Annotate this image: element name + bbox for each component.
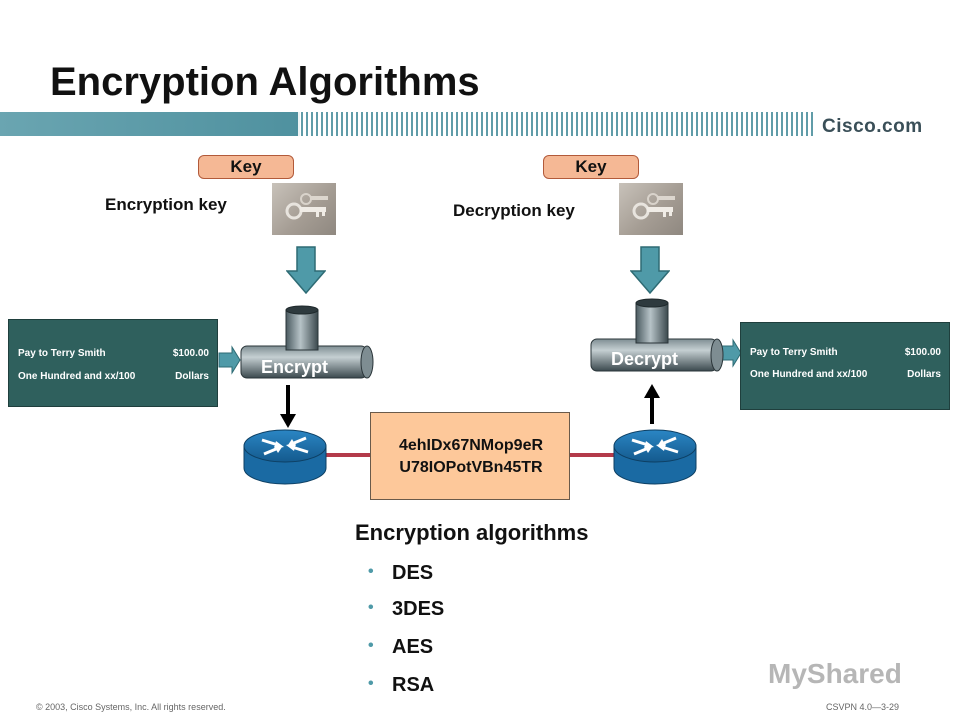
algorithm-label: DES [392, 562, 434, 584]
copyright-text: © 2003, Cisco Systems, Inc. All rights r… [36, 702, 226, 712]
check-payee: Pay to Terry Smith [750, 347, 838, 358]
brand-logo: Cisco.com [822, 116, 923, 137]
check-unit: Dollars [175, 371, 209, 382]
keys-photo-icon [619, 183, 683, 235]
check-amount-words: One Hundred and xx/100 [750, 369, 868, 380]
decryption-key-tag: Key [543, 155, 639, 179]
plaintext-check-right: Pay to Terry Smith $100.00 One Hundred a… [740, 322, 950, 410]
router-icon [613, 429, 697, 485]
plaintext-check-left: Pay to Terry Smith $100.00 One Hundred a… [8, 319, 218, 407]
algorithm-item: •DES [368, 562, 434, 584]
banner-solid [0, 112, 300, 136]
encryption-key-label: Encryption key [105, 195, 227, 214]
encrypt-cylinder-icon [240, 305, 374, 379]
encrypt-down-arrow-head [280, 414, 296, 428]
algorithm-label: 3DES [392, 598, 445, 620]
encryption-key-tag: Key [198, 155, 294, 179]
algorithm-item: •3DES [368, 598, 445, 620]
slide-code: CSVPN 4.0—3-29 [826, 702, 900, 712]
key-down-arrow-icon [286, 246, 326, 294]
encrypt-label: Encrypt [261, 357, 329, 377]
check-payee: Pay to Terry Smith [18, 348, 106, 359]
algorithms-heading: Encryption algorithms [355, 520, 589, 545]
decrypt-label: Decrypt [611, 349, 679, 369]
algorithm-label: AES [392, 636, 434, 658]
ciphertext-line-1: 4ehIDx67NMop9eR [398, 437, 544, 454]
decrypt-up-arrow-head [644, 384, 660, 398]
key-down-arrow-icon [630, 246, 670, 294]
check-amount: $100.00 [904, 347, 941, 358]
algorithm-item: •RSA [368, 674, 435, 696]
router-icon [243, 429, 327, 485]
watermark-logo: MyShared [768, 658, 902, 689]
keys-photo-icon [272, 183, 336, 235]
decryption-key-label: Decryption key [453, 201, 575, 220]
algorithm-label: RSA [392, 674, 435, 696]
header-banner [0, 112, 960, 136]
decrypt-cylinder-icon [590, 298, 724, 372]
check-amount-words: One Hundred and xx/100 [18, 371, 136, 382]
algorithm-item: •AES [368, 636, 434, 658]
ciphertext-box: 4ehIDx67NMop9eR U78IOPotVBn45TR [370, 412, 570, 500]
check-in-arrow-icon [218, 345, 241, 375]
slide-title: Encryption Algorithms [50, 60, 480, 104]
ciphertext-line-2: U78IOPotVBn45TR [399, 459, 543, 476]
check-unit: Dollars [907, 369, 941, 380]
check-amount: $100.00 [172, 348, 209, 359]
banner-stripes [296, 112, 816, 136]
